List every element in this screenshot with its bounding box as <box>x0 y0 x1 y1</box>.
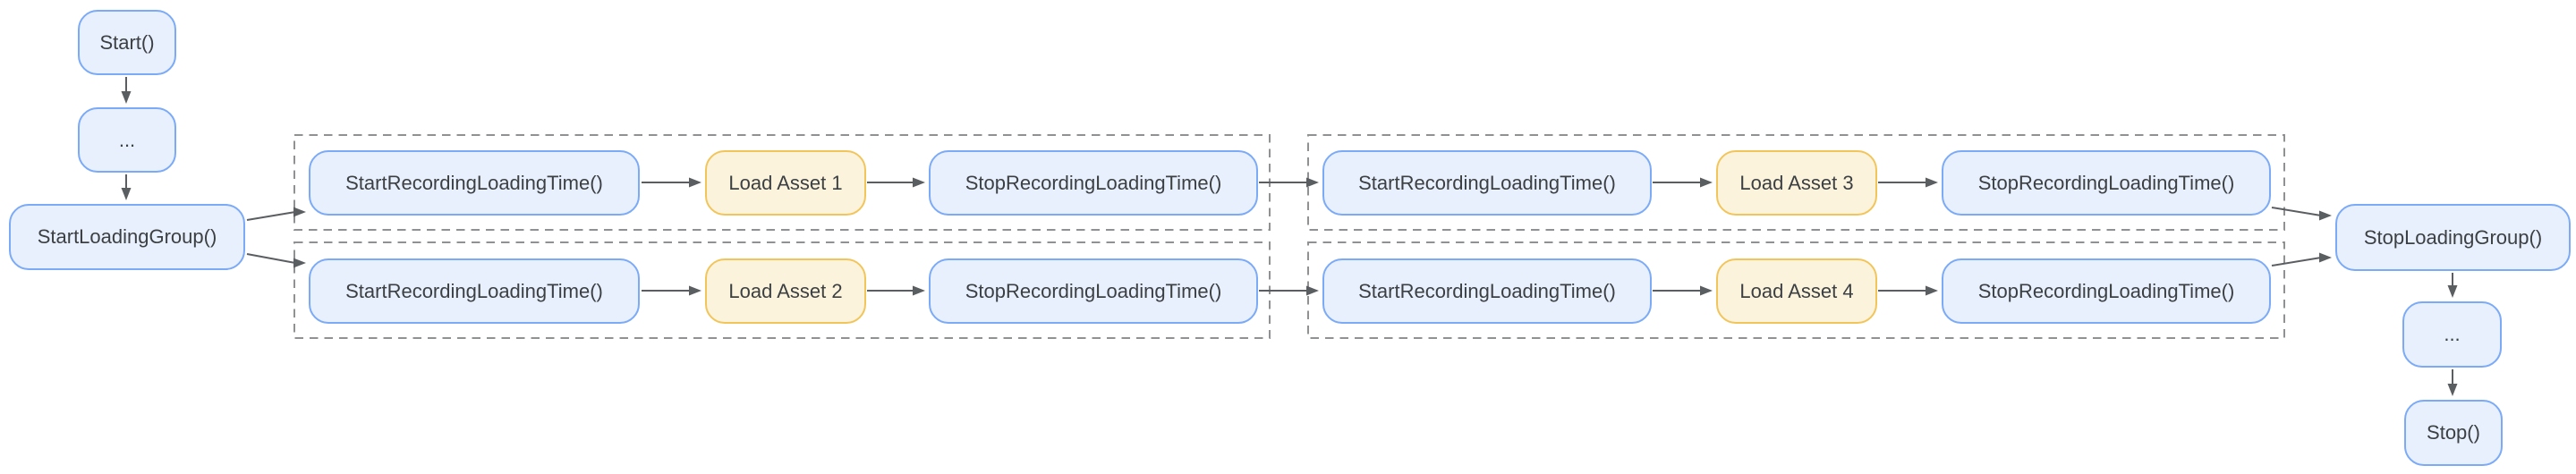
node-load-asset-1: Load Asset 1 <box>705 150 866 216</box>
node-stop-recording-g1r2: StopRecordingLoadingTime() <box>929 258 1258 324</box>
arrow-row1-to-stop-group <box>2271 207 2332 221</box>
node-start-recording-g1r1: StartRecordingLoadingTime() <box>309 150 640 216</box>
node-start-recording-g1r2: StartRecordingLoadingTime() <box>309 258 640 324</box>
node-stop-recording-g2r2: StopRecordingLoadingTime() <box>1942 258 2271 324</box>
node-stop-recording-g1r1: StopRecordingLoadingTime() <box>929 150 1258 216</box>
node-start-loading-group: StartLoadingGroup() <box>9 204 245 270</box>
node-ellipsis-bottom: ... <box>2402 301 2502 368</box>
arrow-start-group-to-row1 <box>246 207 306 221</box>
arrow-start-group-to-row2 <box>246 253 306 268</box>
node-ellipsis-top: ... <box>78 107 176 173</box>
node-start-recording-g2r2: StartRecordingLoadingTime() <box>1322 258 1652 324</box>
node-start-recording-g2r1: StartRecordingLoadingTime() <box>1322 150 1652 216</box>
node-stop: Stop() <box>2404 400 2503 466</box>
arrow-row2-to-stop-group <box>2271 252 2332 267</box>
node-load-asset-4: Load Asset 4 <box>1716 258 1877 324</box>
node-start: Start() <box>78 10 176 75</box>
node-stop-loading-group: StopLoadingGroup() <box>2335 204 2571 271</box>
node-load-asset-3: Load Asset 3 <box>1716 150 1877 216</box>
node-stop-recording-g2r1: StopRecordingLoadingTime() <box>1942 150 2271 216</box>
node-load-asset-2: Load Asset 2 <box>705 258 866 324</box>
